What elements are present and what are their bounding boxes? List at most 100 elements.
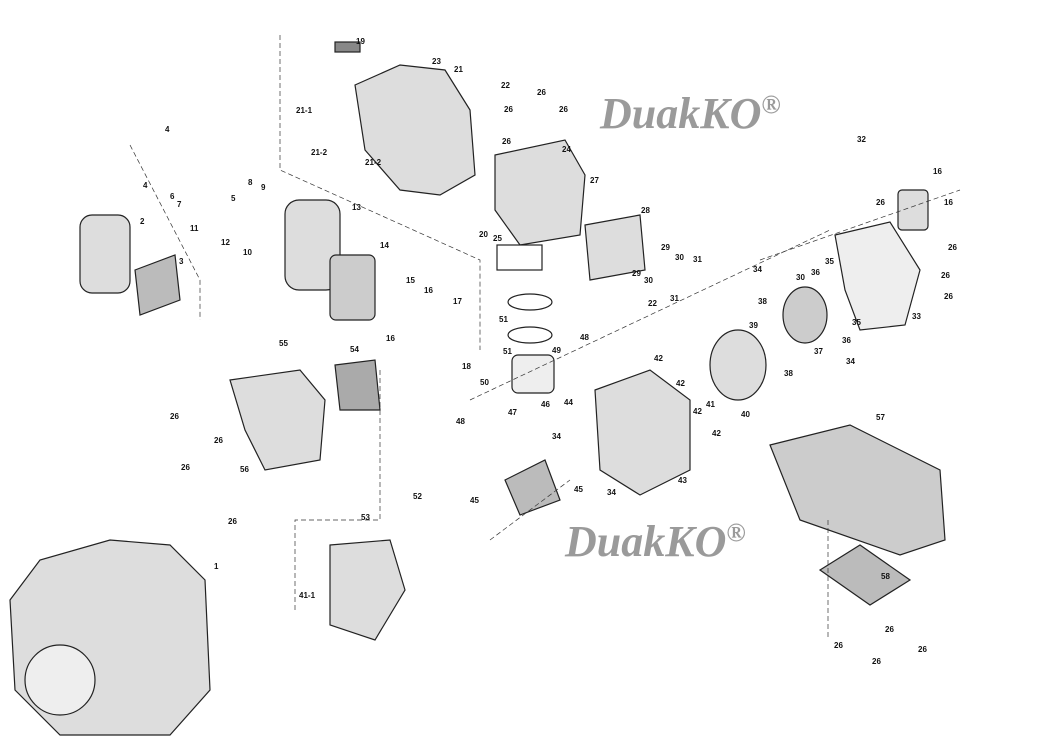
part-label: 17 bbox=[453, 297, 462, 306]
part-label: 53 bbox=[361, 513, 370, 522]
part-label: 5 bbox=[231, 194, 236, 203]
piston bbox=[511, 354, 555, 394]
part-label: 58 bbox=[881, 572, 890, 581]
part-label: 44 bbox=[564, 398, 573, 407]
piston-ring bbox=[507, 293, 553, 311]
part-label: 36 bbox=[842, 336, 851, 345]
part-label: 26 bbox=[170, 412, 179, 421]
part-label: 26 bbox=[944, 292, 953, 301]
part-label: 42 bbox=[676, 379, 685, 388]
part-label: 6 bbox=[170, 192, 175, 201]
part-label: 26 bbox=[228, 517, 237, 526]
part-label: 30 bbox=[675, 253, 684, 262]
part-label: 16 bbox=[944, 198, 953, 207]
crankcase bbox=[594, 369, 691, 496]
clutch bbox=[782, 286, 828, 344]
part-label: 42 bbox=[654, 354, 663, 363]
part-label: 26 bbox=[885, 625, 894, 634]
part-label: 13 bbox=[352, 203, 361, 212]
spark-plug bbox=[334, 41, 361, 53]
part-label: 49 bbox=[552, 346, 561, 355]
part-label: 26 bbox=[834, 641, 843, 650]
part-label: 36 bbox=[811, 268, 820, 277]
part-label: 28 bbox=[641, 206, 650, 215]
air-filter-cover bbox=[79, 214, 131, 294]
part-label: 54 bbox=[350, 345, 359, 354]
part-label: 45 bbox=[574, 485, 583, 494]
part-label: 22 bbox=[501, 81, 510, 90]
part-label: 21-2 bbox=[365, 158, 382, 167]
part-label: 24 bbox=[562, 145, 571, 154]
carburetor bbox=[329, 254, 376, 321]
part-label: 26 bbox=[948, 243, 957, 252]
part-label: 37 bbox=[814, 347, 823, 356]
cylinder bbox=[494, 139, 586, 246]
part-label: 2 bbox=[140, 217, 145, 226]
ignition-coil bbox=[897, 189, 929, 231]
part-label: 41-1 bbox=[299, 591, 316, 600]
part-label: 26 bbox=[559, 105, 568, 114]
air-filter-plate bbox=[134, 254, 181, 316]
part-label: 11 bbox=[190, 224, 199, 233]
part-label: 47 bbox=[508, 408, 517, 417]
part-label: 26 bbox=[181, 463, 190, 472]
piston-ring bbox=[507, 326, 553, 344]
air-filter-housing bbox=[284, 199, 341, 291]
part-label: 4 bbox=[143, 181, 148, 190]
part-label: 8 bbox=[248, 178, 253, 187]
part-label: 16 bbox=[386, 334, 395, 343]
part-label: 22 bbox=[648, 299, 657, 308]
part-label: 42 bbox=[693, 407, 702, 416]
cylinder-gasket bbox=[496, 244, 543, 271]
crankcase-half bbox=[329, 539, 406, 641]
part-label: 48 bbox=[456, 417, 465, 426]
cylinder-cover bbox=[354, 64, 476, 196]
part-label: 18 bbox=[462, 362, 471, 371]
part-label: 30 bbox=[644, 276, 653, 285]
part-label: 4 bbox=[165, 125, 170, 134]
part-label: 56 bbox=[240, 465, 249, 474]
part-label: 21-2 bbox=[311, 148, 328, 157]
part-label: 27 bbox=[590, 176, 599, 185]
part-label: 51 bbox=[503, 347, 512, 356]
engine-recoil-cover bbox=[24, 644, 96, 716]
part-label: 3 bbox=[179, 257, 184, 266]
part-label: 34 bbox=[552, 432, 561, 441]
part-label: 43 bbox=[678, 476, 687, 485]
part-label: 48 bbox=[580, 333, 589, 342]
part-label: 10 bbox=[243, 248, 252, 257]
part-label: 16 bbox=[424, 286, 433, 295]
part-label: 16 bbox=[933, 167, 942, 176]
crankshaft bbox=[504, 459, 561, 516]
assembly-lines bbox=[129, 35, 961, 640]
part-label: 26 bbox=[876, 198, 885, 207]
part-label: 33 bbox=[912, 312, 921, 321]
part-label: 25 bbox=[493, 234, 502, 243]
part-label: 29 bbox=[632, 269, 641, 278]
part-label: 14 bbox=[380, 241, 389, 250]
watermark-logo: DuakKO® bbox=[600, 89, 781, 138]
part-label: 21 bbox=[454, 65, 463, 74]
watermark-logo: DuakKO® bbox=[565, 517, 746, 566]
part-label: 52 bbox=[413, 492, 422, 501]
part-label: 51 bbox=[499, 315, 508, 324]
part-label: 35 bbox=[825, 257, 834, 266]
part-label: 23 bbox=[432, 57, 441, 66]
part-label: 26 bbox=[918, 645, 927, 654]
part-label: 45 bbox=[470, 496, 479, 505]
part-label: 41 bbox=[706, 400, 715, 409]
part-label: 31 bbox=[670, 294, 679, 303]
fuel-tank bbox=[769, 424, 946, 556]
part-label: 31 bbox=[693, 255, 702, 264]
part-label: 9 bbox=[261, 183, 266, 192]
part-label: 26 bbox=[214, 436, 223, 445]
part-label: 26 bbox=[872, 657, 881, 666]
part-label: 19 bbox=[356, 37, 365, 46]
part-label: 40 bbox=[741, 410, 750, 419]
part-label: 20 bbox=[479, 230, 488, 239]
part-label: 34 bbox=[846, 357, 855, 366]
part-label: 26 bbox=[502, 137, 511, 146]
part-label: 57 bbox=[876, 413, 885, 422]
